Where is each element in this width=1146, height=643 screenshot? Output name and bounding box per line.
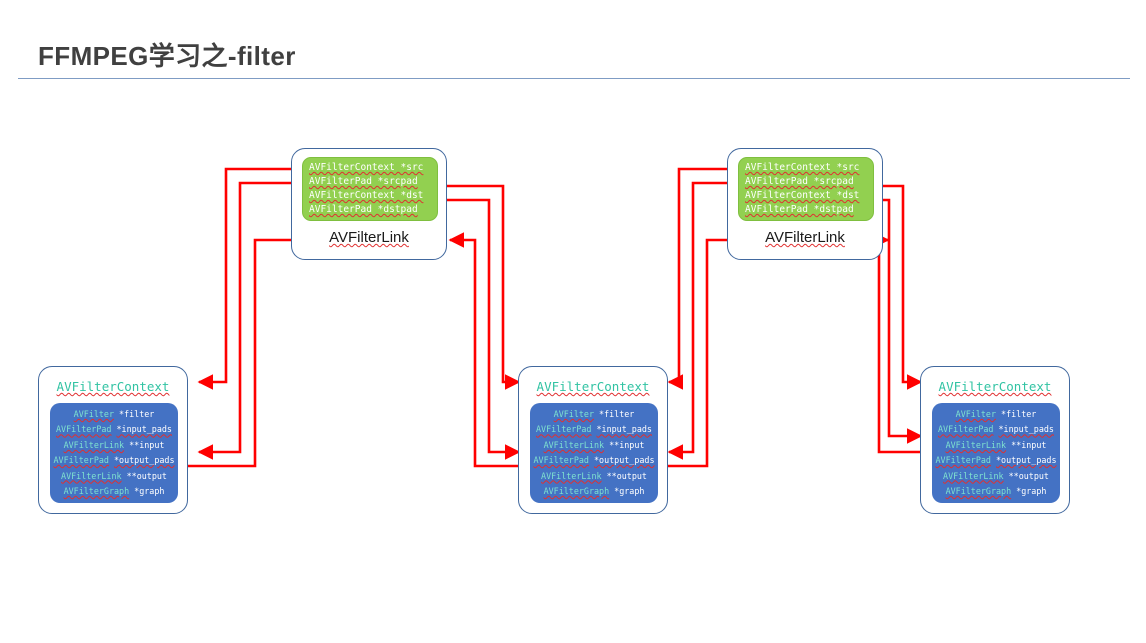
wire-link1-dst-to-ctxmid-header	[446, 184, 521, 390]
field-type: AVFilter	[73, 409, 114, 419]
field-type: AVFilterLink	[63, 439, 125, 450]
field-output: AVFilterLink **output	[530, 469, 658, 484]
field-type: AVFilterGraph	[945, 486, 1012, 497]
field-type: AVFilter	[955, 409, 996, 419]
field-type: AVFilterLink	[61, 470, 122, 481]
wire-link1-dstpad-to-ctxmid-inputpads	[446, 198, 521, 460]
field-type: AVFilterPad	[938, 424, 994, 435]
avfilterlink-label-2: AVFilterLink	[765, 229, 845, 246]
field-name: *output_pads	[114, 455, 175, 466]
title-divider	[18, 78, 1130, 79]
field-type: AVFilterPad	[536, 424, 592, 435]
field-name: **input	[609, 439, 645, 450]
field-input: AVFilterLink **input	[530, 438, 658, 453]
field-type: AVFilterPad	[935, 455, 991, 466]
wire-link1-srcpad-to-ctxleft-outputpads	[197, 181, 293, 460]
field-output-pads: AVFilterPad *output_pads	[932, 453, 1060, 468]
field-name: *filter	[1001, 409, 1037, 419]
avfiltercontext-fields-left: AVFilter *filter AVFilterPad *input_pads…	[50, 403, 178, 503]
field-graph: AVFilterGraph *graph	[50, 484, 178, 499]
avfiltercontext-fields-middle: AVFilter *filter AVFilterPad *input_pads…	[530, 403, 658, 503]
avfiltercontext-title-right: AVFilterContext	[938, 379, 1052, 394]
field-src: AVFilterContext *src	[309, 162, 424, 173]
field-type: AVFilterLink	[945, 439, 1007, 450]
field-name: **output	[1008, 470, 1049, 481]
field-type: AVFilterPad	[53, 455, 109, 466]
avfiltercontext-fields-right: AVFilter *filter AVFilterPad *input_pads…	[932, 403, 1060, 503]
field-output: AVFilterLink **output	[932, 469, 1060, 484]
field-graph: AVFilterGraph *graph	[530, 484, 658, 499]
field-name: *graph	[614, 486, 645, 497]
avfilterlink-node-2[interactable]: AVFilterContext *src AVFilterPad *srcpad…	[727, 148, 883, 260]
avfilterlink-fields-1: AVFilterContext *src AVFilterPad *srcpad…	[302, 157, 438, 221]
field-input-pads: AVFilterPad *input_pads	[530, 422, 658, 437]
field-graph: AVFilterGraph *graph	[932, 484, 1060, 499]
field-name: **input	[129, 439, 165, 450]
avfiltercontext-title-middle: AVFilterContext	[536, 379, 650, 394]
field-name: *graph	[134, 486, 165, 497]
field-output-pads: AVFilterPad *output_pads	[530, 453, 658, 468]
field-type: AVFilterLink	[541, 470, 602, 481]
field-input: AVFilterLink **input	[50, 438, 178, 453]
avfilterlink-fields-2: AVFilterContext *src AVFilterPad *srcpad…	[738, 157, 874, 221]
field-name: **output	[126, 470, 167, 481]
wire-link2-dst-to-ctxright-header	[882, 184, 923, 390]
wire-link2-dstpad-to-ctxright-inputpads	[882, 198, 923, 444]
field-output-pads: AVFilterPad *output_pads	[50, 453, 178, 468]
field-dstpad: AVFilterPad *dstpad	[745, 204, 854, 215]
field-srcpad: AVFilterPad *srcpad	[745, 176, 854, 187]
field-name: *graph	[1016, 486, 1047, 497]
wire-link1-src-to-ctxleft-header	[197, 167, 293, 390]
field-dstpad: AVFilterPad *dstpad	[309, 204, 418, 215]
field-dst: AVFilterContext *dst	[745, 190, 860, 201]
field-type: AVFilterPad	[56, 424, 112, 435]
field-type: AVFilterPad	[533, 455, 589, 466]
field-name: *output_pads	[996, 455, 1057, 466]
field-name: *input_pads	[998, 424, 1054, 435]
field-name: *input_pads	[116, 424, 172, 435]
field-output: AVFilterLink **output	[50, 469, 178, 484]
field-input-pads: AVFilterPad *input_pads	[932, 422, 1060, 437]
field-name: **input	[1011, 439, 1047, 450]
field-type: AVFilterLink	[943, 470, 1004, 481]
field-src: AVFilterContext *src	[745, 162, 860, 173]
page-title: FFMPEG学习之-filter	[38, 41, 296, 71]
field-input-pads: AVFilterPad *input_pads	[50, 422, 178, 437]
field-name: **output	[606, 470, 647, 481]
field-name: *filter	[599, 409, 635, 419]
field-name: *output_pads	[594, 455, 655, 466]
field-type: AVFilter	[553, 409, 594, 419]
wire-ctxleft-output-to-link1	[188, 232, 327, 468]
wire-link2-srcpad-to-ctxmid-outputpads	[667, 181, 729, 460]
avfilterlink-node-1[interactable]: AVFilterContext *src AVFilterPad *srcpad…	[291, 148, 447, 260]
field-type: AVFilterGraph	[543, 486, 610, 497]
field-filter: AVFilter *filter	[530, 407, 658, 422]
avfiltercontext-node-middle[interactable]: AVFilterContext AVFilter *filter AVFilte…	[518, 366, 668, 514]
field-name: *filter	[119, 409, 155, 419]
wire-ctxmid-input-to-link1	[448, 232, 519, 468]
field-srcpad: AVFilterPad *srcpad	[309, 176, 418, 187]
wire-ctxright-input-to-link2	[873, 232, 921, 454]
field-dst: AVFilterContext *dst	[309, 190, 424, 201]
field-filter: AVFilter *filter	[50, 407, 178, 422]
field-type: AVFilterLink	[543, 439, 605, 450]
avfilterlink-label-1: AVFilterLink	[329, 229, 409, 246]
avfiltercontext-node-left[interactable]: AVFilterContext AVFilter *filter AVFilte…	[38, 366, 188, 514]
avfiltercontext-node-right[interactable]: AVFilterContext AVFilter *filter AVFilte…	[920, 366, 1070, 514]
wire-ctxmid-output-to-link2	[664, 232, 762, 468]
avfiltercontext-title-left: AVFilterContext	[56, 379, 170, 394]
wire-link2-src-to-ctxmid-header	[667, 167, 729, 390]
field-type: AVFilterGraph	[63, 486, 130, 497]
field-name: *input_pads	[596, 424, 652, 435]
field-filter: AVFilter *filter	[932, 407, 1060, 422]
field-input: AVFilterLink **input	[932, 438, 1060, 453]
